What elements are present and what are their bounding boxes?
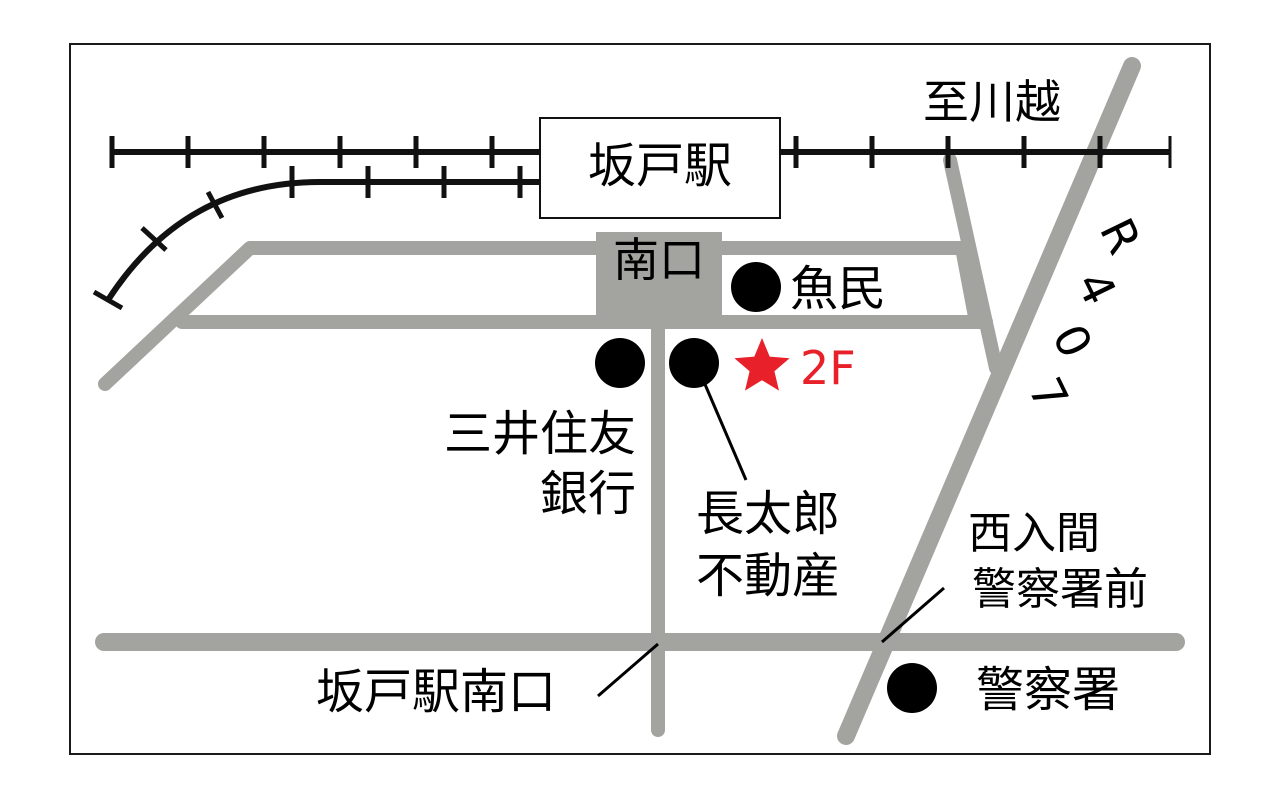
star-icon xyxy=(734,338,790,391)
direction-label: 至川越 xyxy=(923,75,1061,129)
road-north-frontage-east xyxy=(715,241,983,329)
realestate-label-line1: 長太郎 xyxy=(696,486,840,542)
road-branch xyxy=(943,153,1003,375)
bank-label-line1: 三井住友 xyxy=(444,406,636,462)
realestate-label-line2: 不動産 xyxy=(696,548,840,604)
realestate-leader xyxy=(702,381,748,481)
road-network xyxy=(95,57,1185,745)
station-box xyxy=(539,117,781,219)
station-south-leader xyxy=(597,642,659,698)
rail-ties-main xyxy=(109,136,1172,168)
bank-marker xyxy=(595,338,645,388)
station-name: 坂戸駅 xyxy=(588,138,732,194)
bank-label-line2: 銀行 xyxy=(540,466,636,522)
rail-ties-branch xyxy=(92,166,523,311)
uotami-marker xyxy=(731,262,781,312)
station: 坂戸駅 xyxy=(539,117,781,219)
uotami-label: 魚民 xyxy=(790,261,886,317)
branch-line xyxy=(105,179,540,302)
station-south-intersection-label: 坂戸駅南口 xyxy=(316,664,556,720)
road-r407 xyxy=(837,57,1141,745)
road-north-frontage xyxy=(98,241,603,391)
railway xyxy=(92,136,1172,311)
police-label: 警察署 xyxy=(976,662,1120,718)
police-marker xyxy=(887,663,937,713)
south-exit-label: 南口 xyxy=(613,233,705,287)
police-front-label-line1: 西入間 xyxy=(968,508,1100,559)
target-floor-label: 2F xyxy=(800,341,856,395)
police-front-label-line2: 警察署前 xyxy=(972,564,1148,615)
realestate-marker xyxy=(669,338,719,388)
police-front-leader xyxy=(881,586,945,644)
station-plaza xyxy=(596,232,722,328)
